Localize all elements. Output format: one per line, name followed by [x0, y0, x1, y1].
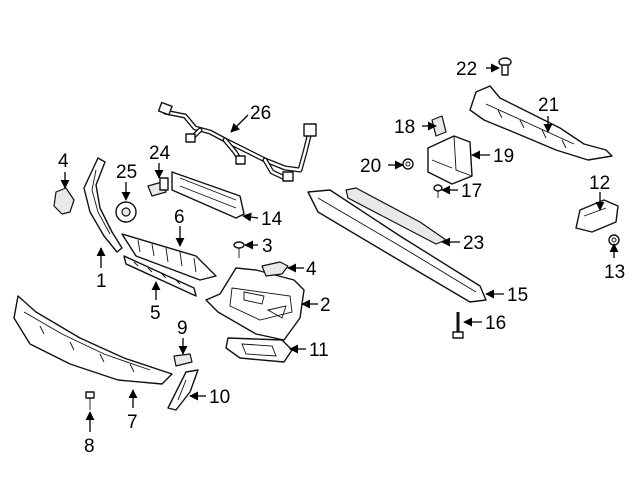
wiring-harness-part	[157, 101, 317, 182]
bolt-16-part	[452, 312, 464, 339]
upper-cover-part	[469, 85, 613, 161]
callout-14: 14	[261, 209, 283, 230]
grille-trim-part	[123, 255, 197, 297]
callout-26: 26	[250, 103, 271, 124]
callout-8: 8	[84, 436, 95, 457]
callout-20: 20	[360, 156, 381, 177]
callout-12: 12	[589, 173, 610, 194]
bracket-12-part	[575, 199, 619, 233]
bracket-left-part	[53, 187, 75, 215]
callout-9: 9	[177, 318, 188, 339]
clip-22-part	[498, 57, 512, 76]
bumper-cover-part	[13, 295, 173, 385]
fog-bezel-part	[225, 337, 293, 363]
callout-3: 3	[262, 236, 273, 257]
grille-part	[205, 267, 305, 341]
nut-20-part	[402, 158, 414, 170]
callout-22: 22	[456, 59, 477, 80]
leader-lines	[60, 63, 619, 432]
callout-21: 21	[538, 95, 559, 116]
callout-4-left: 4	[58, 151, 69, 172]
bolt-8-part	[85, 391, 95, 410]
callout-1: 1	[96, 271, 107, 292]
sensor-bracket-part	[147, 177, 169, 197]
mount-bracket-part	[427, 135, 473, 185]
sensor-part	[115, 201, 137, 223]
side-trim-part	[83, 157, 123, 253]
callout-2: 2	[320, 295, 331, 316]
screw-3-part	[233, 241, 245, 258]
callout-17: 17	[461, 181, 482, 202]
clip-17-part	[433, 184, 443, 198]
callout-24: 24	[149, 143, 171, 164]
callout-25: 25	[116, 162, 137, 183]
clip-9-part	[173, 353, 193, 367]
bracket-right-part	[261, 261, 289, 277]
corner-trim-part	[167, 369, 199, 411]
grille-insert-part	[121, 233, 217, 281]
absorber-bar-part	[171, 171, 245, 219]
callout-11: 11	[309, 340, 329, 361]
callout-13: 13	[604, 262, 625, 283]
clip-18-part	[431, 115, 447, 137]
callout-15: 15	[507, 285, 528, 306]
clip-13-part	[608, 234, 620, 246]
callout-labels: 1 2 3 4 4 5 6 7 8 9 10 11 12 13 14 15 16…	[58, 59, 625, 457]
callout-7: 7	[127, 412, 138, 433]
callout-19: 19	[493, 146, 514, 167]
callout-18: 18	[394, 117, 415, 138]
callout-16: 16	[485, 313, 506, 334]
callout-6: 6	[174, 207, 185, 228]
callout-5: 5	[150, 303, 161, 324]
callout-23: 23	[463, 233, 484, 254]
callout-10: 10	[209, 387, 230, 408]
callout-4-right: 4	[306, 259, 317, 280]
reinforcement-beam-part	[307, 189, 487, 303]
